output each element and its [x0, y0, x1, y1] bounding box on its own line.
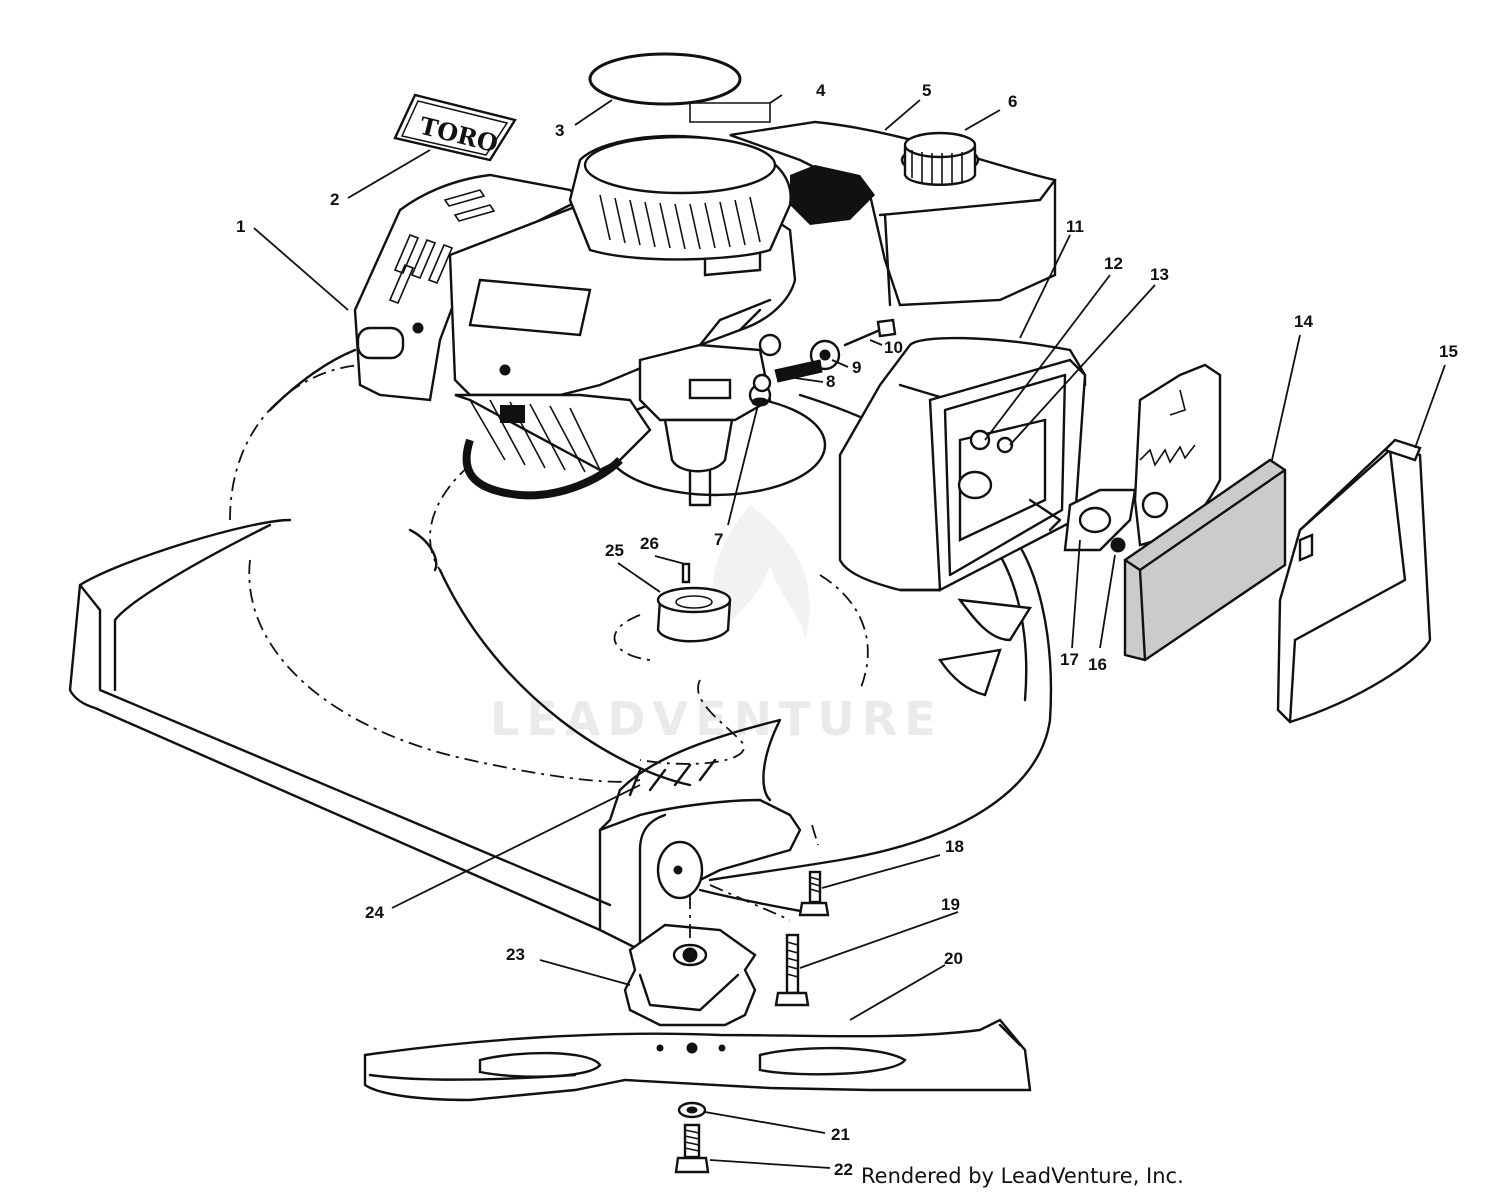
- bolt-22: [674, 1123, 710, 1174]
- callout-13: 13: [1150, 265, 1169, 284]
- engine-crankshaft: [688, 468, 712, 507]
- callout-22: 22: [834, 1160, 853, 1179]
- callout-23: 23: [506, 945, 525, 964]
- callout-24: 24: [365, 903, 384, 922]
- mower-deck: [68, 348, 1053, 932]
- washer-21: [677, 1101, 707, 1119]
- callout-2: 2: [330, 190, 339, 209]
- callout-25: 25: [605, 541, 624, 560]
- shroud-screw: [499, 364, 511, 376]
- leader-lines: [253, 94, 1446, 1169]
- callout-18: 18: [945, 837, 964, 856]
- gasket: [1063, 488, 1137, 553]
- callout-21: 21: [831, 1125, 850, 1144]
- cylinder-fins: [454, 393, 652, 473]
- air-cleaner-screw-hole: [969, 429, 991, 451]
- foam-filter: [1123, 458, 1287, 662]
- deck-front-teeth: [628, 758, 717, 797]
- callout-9: 9: [852, 358, 861, 377]
- blower-housing-vents: [388, 189, 496, 305]
- deck-left-skirt-inner: [98, 608, 612, 907]
- recoil-starter: [568, 134, 792, 261]
- pulley-dashed: [613, 614, 651, 661]
- screw-8-head: [752, 373, 772, 393]
- deck-left-skirt-edge: [78, 583, 102, 612]
- deck-inner-arc-left: [429, 464, 471, 571]
- callout-4: 4: [816, 81, 826, 100]
- callout-3: 3: [555, 121, 564, 140]
- deck-right-rim: [708, 518, 1053, 882]
- render-credit: Rendered by LeadVenture, Inc.: [861, 1164, 1184, 1188]
- spark-plug-wire: [462, 438, 623, 500]
- deck-front-post: [598, 788, 667, 952]
- air-cleaner-inlet: [957, 470, 993, 500]
- nut-16: [1110, 537, 1126, 553]
- callout-11: 11: [1066, 217, 1084, 236]
- air-cleaner-cover: [1276, 438, 1432, 724]
- carburetor-throttle: [688, 378, 732, 400]
- callout-6: 6: [1008, 92, 1017, 111]
- o-ring: [588, 52, 742, 106]
- blade: [363, 1018, 1032, 1102]
- carburetor-flange: [758, 333, 782, 357]
- carburetor-bowl: [663, 418, 734, 473]
- deck-left-skirt-outer: [68, 518, 602, 932]
- blade-adapter-key: [613, 562, 732, 661]
- callout-20: 20: [944, 949, 963, 968]
- fuel-tank: [729, 120, 1057, 307]
- deck-slot-upper: [957, 598, 1033, 642]
- deck-front-bracket: [598, 718, 822, 952]
- primer-bulb: [356, 326, 405, 360]
- callout-10: 10: [884, 338, 903, 357]
- toro-decal: TORO: [393, 93, 517, 162]
- screw-9: [774, 359, 823, 383]
- deck-top-rim-left: [268, 348, 357, 412]
- callout-1: 1: [236, 217, 245, 236]
- screw-10: [843, 318, 897, 347]
- blower-housing-left: [353, 173, 583, 402]
- deck-inner-curve: [248, 559, 641, 783]
- deck-inner-arc-right: [819, 574, 869, 691]
- spark-plug-boot: [500, 405, 525, 423]
- callout-7: 7: [714, 530, 723, 549]
- callout-12: 12: [1104, 254, 1123, 273]
- blade-adapter: [623, 895, 757, 1027]
- watermark: LEADVENTURE: [490, 505, 943, 746]
- control-screw: [412, 322, 424, 334]
- deck-slot-lower: [937, 648, 1002, 697]
- fuel-line-clamp: [790, 165, 875, 225]
- air-cleaner-body: [838, 336, 1087, 592]
- callout-16: 16: [1088, 655, 1107, 674]
- callout-labels: 1 2 3 4 5 6 7 8 9 10 11 12 13 14 15 16 1…: [236, 81, 1458, 1179]
- deck-left-skirt-lip: [113, 523, 272, 692]
- deck-curl-left: [408, 528, 438, 572]
- deck-inner-sweep: [438, 568, 692, 787]
- bolt-19: [709, 884, 810, 1007]
- carburetor: [638, 298, 772, 473]
- air-cleaner-screw-hole-2: [996, 436, 1014, 454]
- decal: [689, 102, 771, 123]
- bolt-18: [798, 870, 830, 917]
- callout-5: 5: [922, 81, 931, 100]
- callout-26: 26: [640, 534, 659, 553]
- crankshaft-path: [639, 679, 745, 765]
- callout-15: 15: [1439, 342, 1458, 361]
- callout-19: 19: [941, 895, 960, 914]
- callout-14: 14: [1294, 312, 1313, 331]
- key-26: [681, 562, 691, 584]
- watermark-text: LEADVENTURE: [490, 692, 943, 746]
- engine: [353, 120, 1057, 507]
- callout-8: 8: [826, 372, 835, 391]
- callout-17: 17: [1060, 650, 1079, 669]
- deck-spindle-hole: [673, 865, 683, 875]
- bolt18-axis: [811, 824, 819, 846]
- shroud-window-left: [468, 278, 592, 337]
- washer-7: [751, 397, 769, 407]
- deck-front-plate: [598, 798, 802, 882]
- deck-front-wedge: [618, 718, 782, 802]
